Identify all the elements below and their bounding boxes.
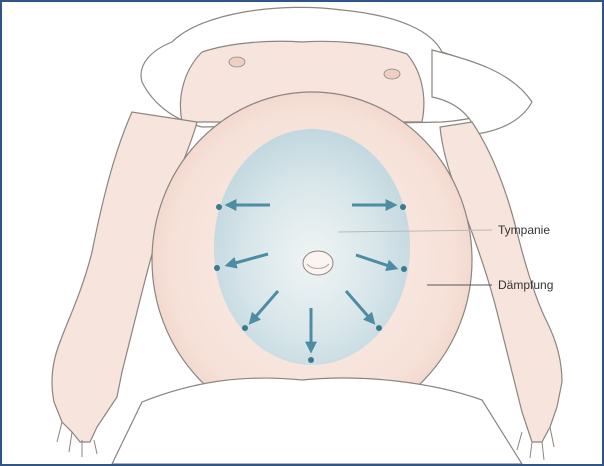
navel (303, 251, 333, 275)
label-tympanie: Tympanie (498, 223, 550, 237)
bottom-sheet (112, 378, 522, 464)
point-mid-left (214, 265, 220, 271)
point-lower-right (376, 325, 382, 331)
point-upper-left (216, 204, 222, 210)
point-bottom (308, 357, 314, 363)
point-lower-left (242, 325, 248, 331)
breast-right (384, 69, 400, 79)
point-upper-right (400, 204, 406, 210)
breast-left (229, 57, 245, 67)
label-daempfung: Dämpfung (498, 278, 553, 292)
point-mid-right (401, 266, 407, 272)
